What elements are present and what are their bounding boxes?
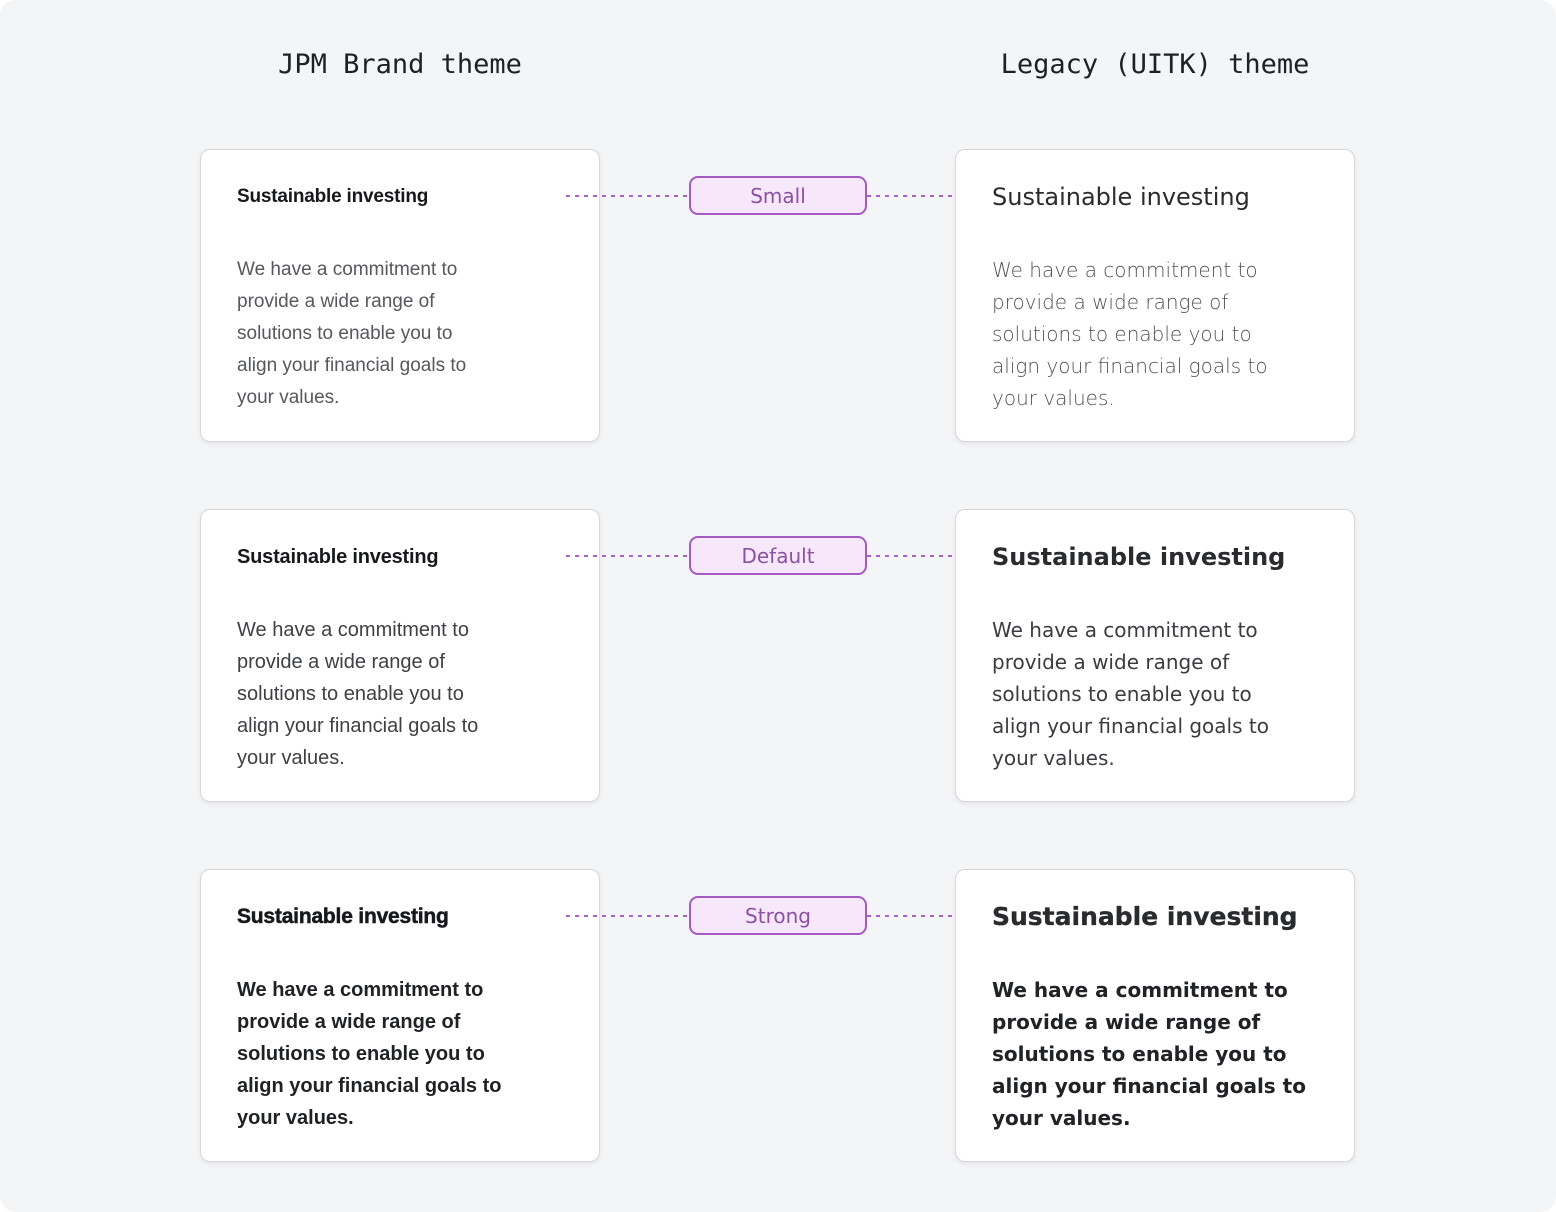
variant-badge-label: Small <box>750 183 806 208</box>
card-body-text: We have a commitment to provide a wide r… <box>992 618 1269 770</box>
card-legacy-uitk-small: Sustainable investing We have a commitme… <box>955 149 1355 442</box>
card-title: Sustainable investing <box>992 543 1286 571</box>
variant-badge-default: Default <box>689 536 867 575</box>
dotted-connector-right <box>867 915 989 917</box>
card-jpm-brand-default: Sustainable investing We have a commitme… <box>200 509 600 802</box>
variant-badge-label: Strong <box>745 903 811 928</box>
card-title: Sustainable investing <box>237 546 439 568</box>
dotted-connector-left <box>566 915 689 917</box>
variant-row-small: Sustainable investing We have a commitme… <box>0 149 1556 442</box>
card-legacy-uitk-strong: Sustainable investing We have a commitme… <box>955 869 1355 1162</box>
card-body-text: We have a commitment to provide a wide r… <box>237 619 479 769</box>
card-body-text: We have a commitment to provide a wide r… <box>992 258 1268 410</box>
card-jpm-brand-strong: Sustainable investing We have a commitme… <box>200 869 600 1162</box>
card-title: Sustainable investing <box>237 186 429 207</box>
card-title: Sustainable investing <box>237 905 449 929</box>
card-title: Sustainable investing <box>992 902 1298 931</box>
card-body-text: We have a commitment to provide a wide r… <box>237 979 502 1129</box>
dotted-connector-left <box>566 555 689 557</box>
dotted-connector-left <box>566 195 689 197</box>
dotted-connector-right <box>867 195 989 197</box>
variant-badge-label: Default <box>741 543 815 568</box>
column-header-jpm-brand-theme: JPM Brand theme <box>278 49 522 80</box>
column-header-legacy-uitk-theme: Legacy (UITK) theme <box>1000 49 1310 80</box>
variant-badge-small: Small <box>689 176 867 215</box>
card-body-text: We have a commitment to provide a wide r… <box>237 259 467 408</box>
card-legacy-uitk-default: Sustainable investing We have a commitme… <box>955 509 1355 802</box>
variant-row-strong: Sustainable investing We have a commitme… <box>0 869 1556 1162</box>
card-title: Sustainable investing <box>992 183 1250 211</box>
dotted-connector-right <box>867 555 989 557</box>
variant-badge-strong: Strong <box>689 896 867 935</box>
card-jpm-brand-small: Sustainable investing We have a commitme… <box>200 149 600 442</box>
card-body-text: We have a commitment to provide a wide r… <box>992 978 1306 1130</box>
variant-row-default: Sustainable investing We have a commitme… <box>0 509 1556 802</box>
